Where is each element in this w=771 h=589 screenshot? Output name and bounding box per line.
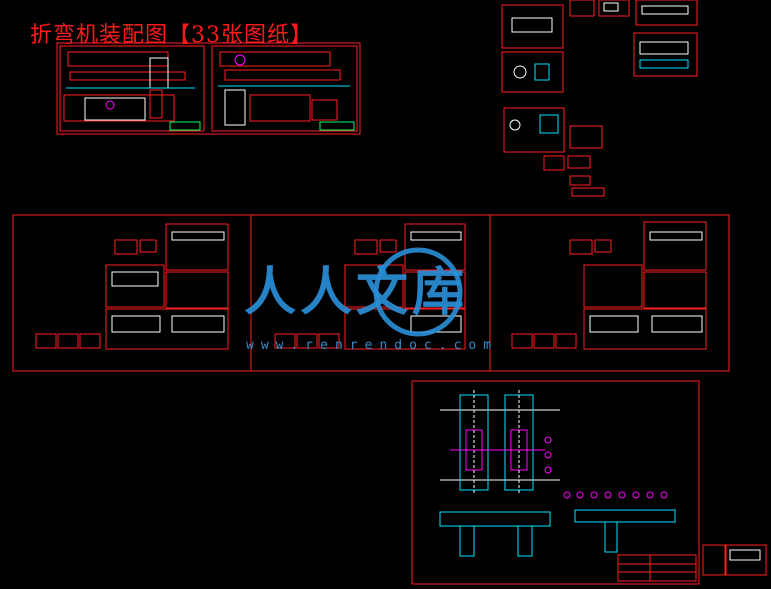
sheet-bottom-right-assembly[interactable] xyxy=(411,380,700,585)
drawing-title: 折弯机装配图【33张图纸】 xyxy=(30,23,313,48)
watermark-text: 人人文库 xyxy=(244,263,469,323)
watermark-circle xyxy=(373,247,463,337)
watermark-url: www.renrendoc.com xyxy=(246,338,499,353)
sheet-top-left-assembly[interactable] xyxy=(56,42,361,135)
sheet-bottom-right-small[interactable] xyxy=(702,544,767,576)
sheet-top-right-parts[interactable] xyxy=(501,0,698,197)
sheet-middle-three-panels[interactable] xyxy=(12,214,730,372)
